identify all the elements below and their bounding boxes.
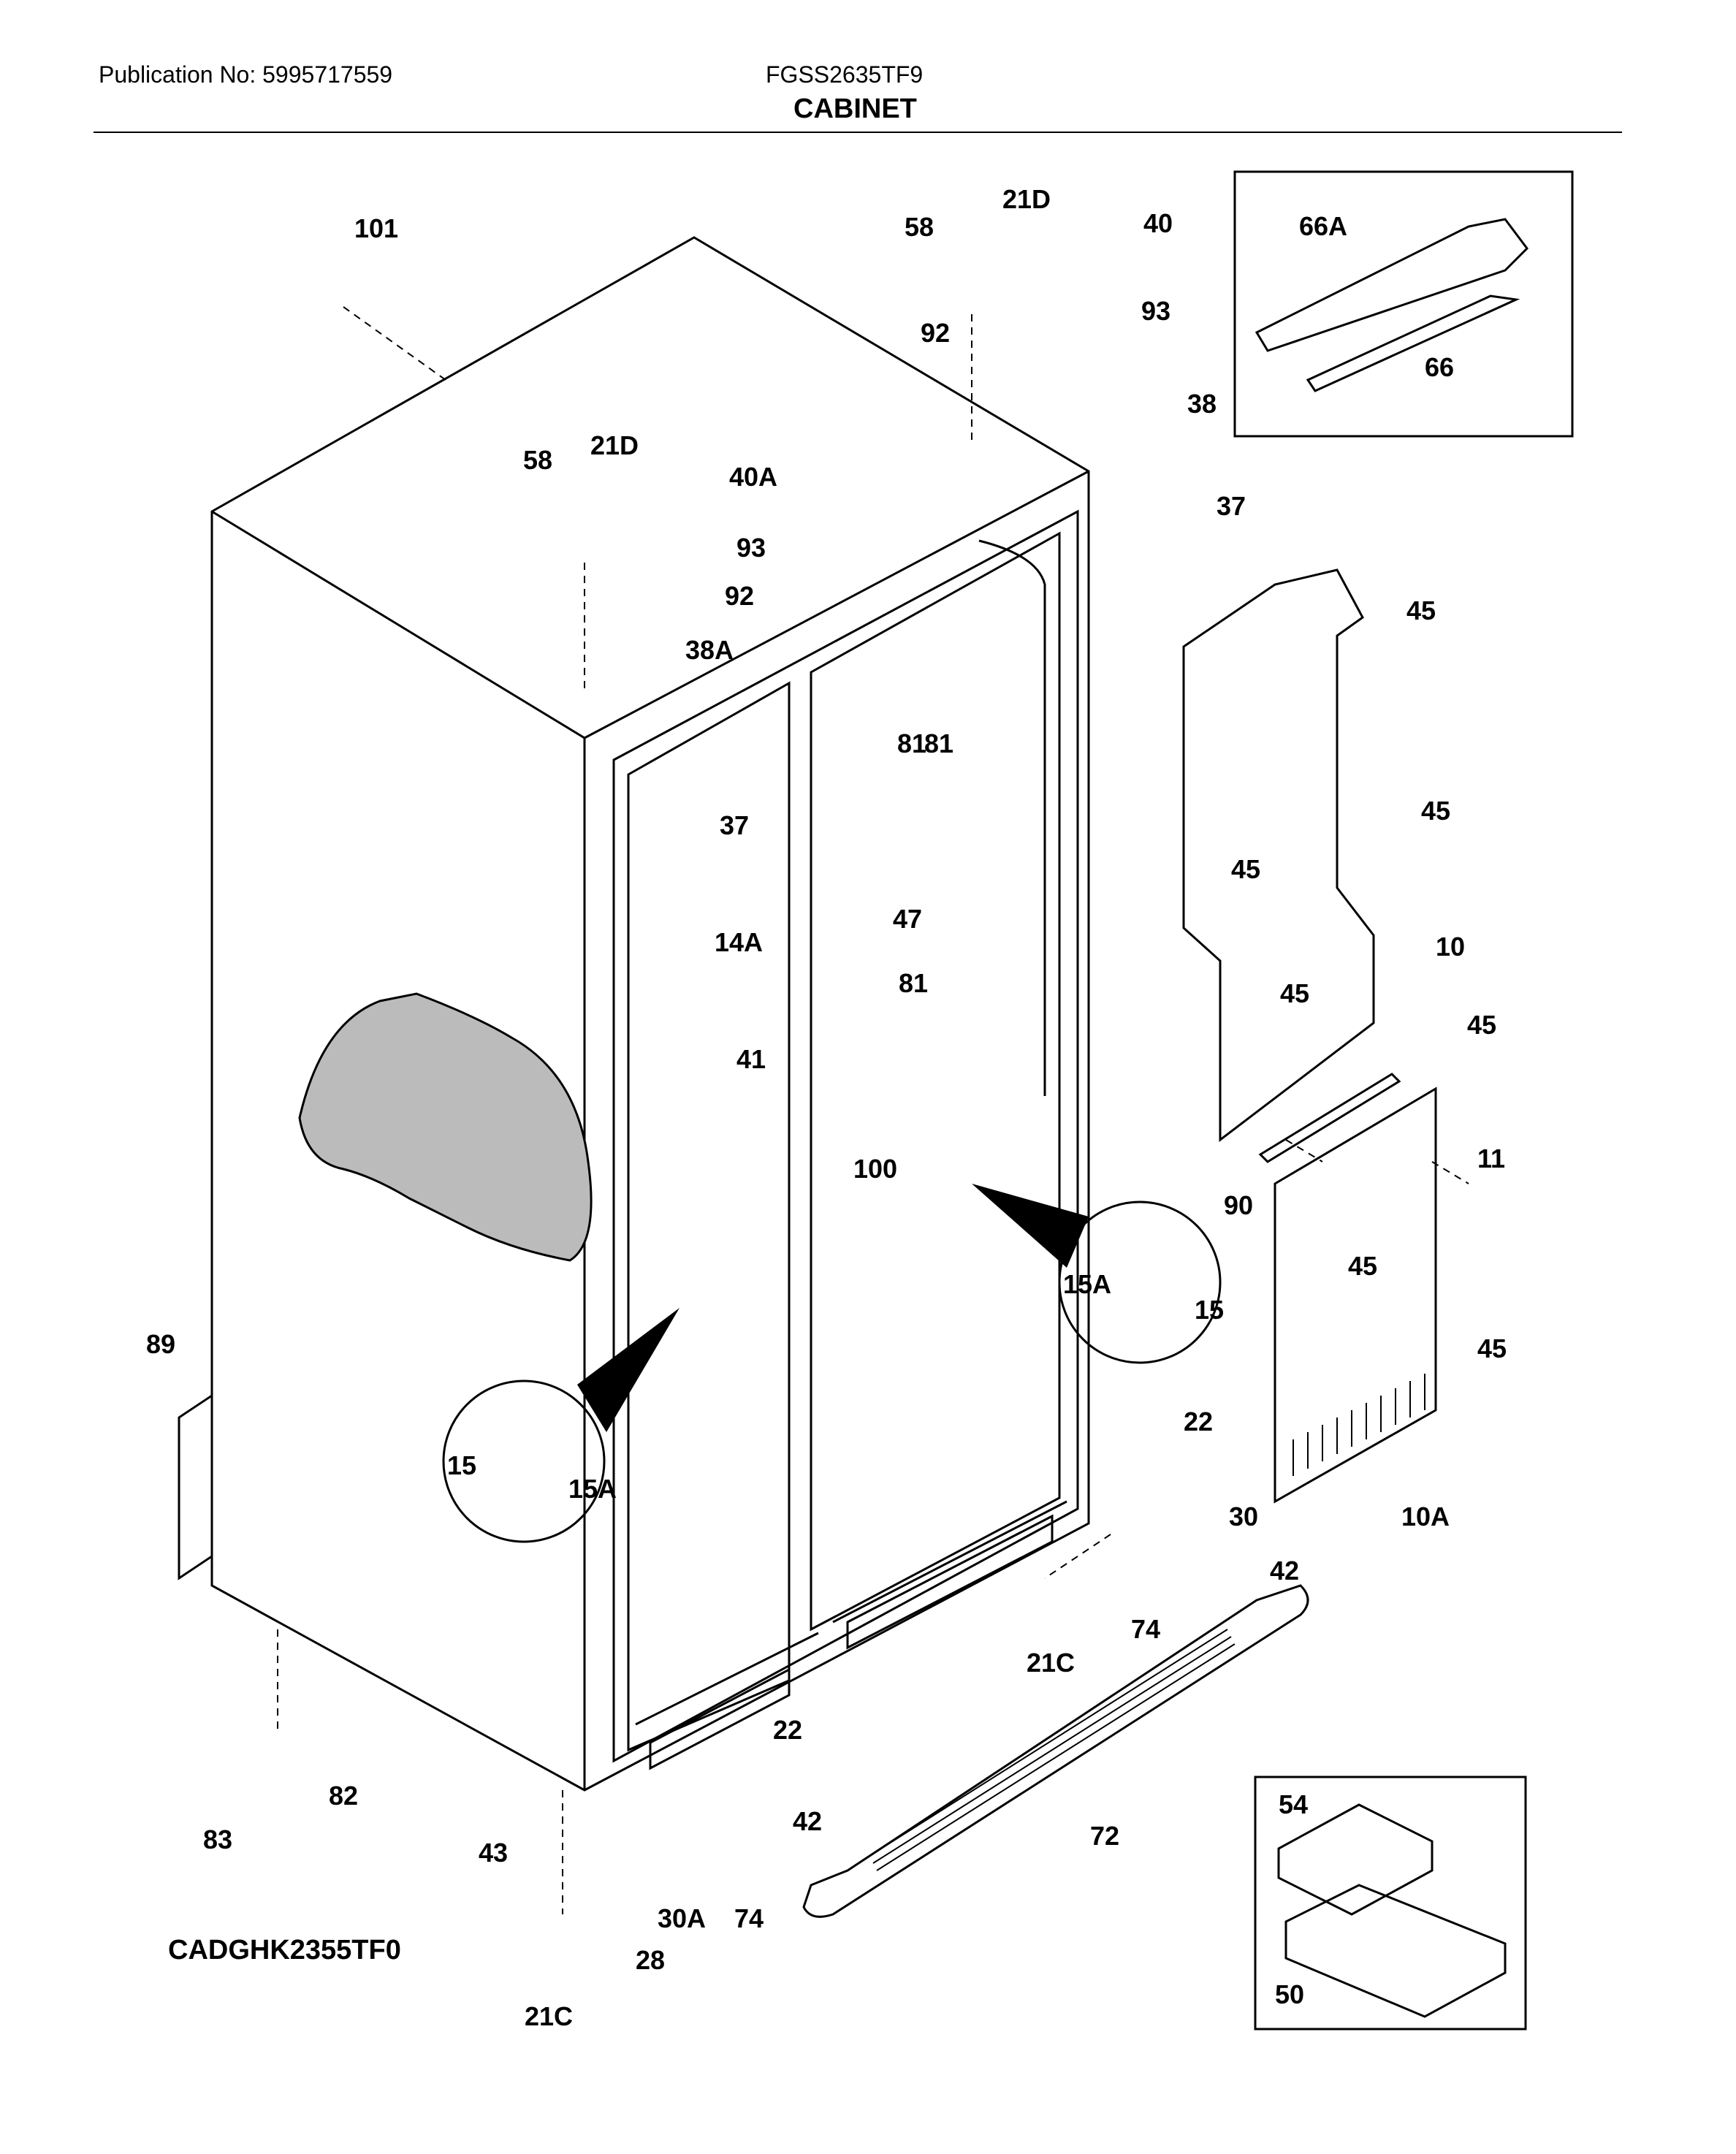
callout-15-left: 15 bbox=[447, 1450, 476, 1480]
callout-47: 47 bbox=[893, 904, 922, 934]
detail-circle-left bbox=[442, 1379, 606, 1543]
callout-21C-right: 21C bbox=[1027, 1648, 1075, 1678]
detail-pointer-right bbox=[972, 1184, 1089, 1268]
callout-22-right: 22 bbox=[1184, 1407, 1213, 1436]
callout-38A: 38A bbox=[685, 635, 734, 665]
callout-45-e: 45 bbox=[1467, 1010, 1496, 1040]
control-board-50 bbox=[1284, 1884, 1507, 2018]
hinge-arm-66 bbox=[1306, 294, 1520, 392]
callout-45-b: 45 bbox=[1421, 796, 1450, 826]
detail-pointer-left bbox=[577, 1308, 679, 1432]
publication-number: Publication No: 5995717559 bbox=[99, 61, 393, 88]
callout-45-f: 45 bbox=[1348, 1251, 1377, 1281]
callout-54: 54 bbox=[1279, 1789, 1308, 1819]
callout-15A-left: 15A bbox=[568, 1474, 617, 1504]
callout-93-top: 93 bbox=[1141, 296, 1170, 326]
callout-72: 72 bbox=[1090, 1821, 1119, 1851]
callout-10A: 10A bbox=[1401, 1502, 1450, 1531]
callout-28: 28 bbox=[636, 1945, 665, 1975]
bracket-89 bbox=[178, 1393, 213, 1580]
callout-58-top: 58 bbox=[905, 212, 934, 242]
callout-90: 90 bbox=[1224, 1190, 1253, 1220]
control-board-54 bbox=[1277, 1803, 1434, 1916]
callout-58-left: 58 bbox=[523, 445, 552, 475]
inset-box-control-board bbox=[1254, 1776, 1527, 2031]
callout-11: 11 bbox=[1477, 1143, 1505, 1173]
callout-45-g: 45 bbox=[1477, 1333, 1507, 1363]
callout-30: 30 bbox=[1229, 1502, 1258, 1531]
callout-42-right: 42 bbox=[1270, 1556, 1299, 1586]
callout-50: 50 bbox=[1275, 1979, 1304, 2009]
section-title: CABINET bbox=[793, 94, 917, 124]
callout-30A: 30A bbox=[658, 1903, 706, 1933]
lower-panel-10A bbox=[1274, 1086, 1437, 1504]
callout-38: 38 bbox=[1187, 389, 1217, 419]
callout-37-left: 37 bbox=[720, 810, 749, 840]
hinge-arm-66A bbox=[1255, 218, 1528, 352]
callout-22-bottom: 22 bbox=[773, 1715, 802, 1745]
callout-21D-left: 21D bbox=[590, 430, 639, 460]
callout-40: 40 bbox=[1143, 208, 1173, 238]
callout-15A-right: 15A bbox=[1063, 1269, 1111, 1299]
strip-90 bbox=[1258, 1073, 1401, 1163]
detail-circle-right bbox=[1058, 1200, 1222, 1364]
callout-66A: 66A bbox=[1299, 211, 1347, 241]
insulation-patch bbox=[298, 992, 593, 1262]
callout-93-left: 93 bbox=[736, 533, 766, 563]
callout-66: 66 bbox=[1425, 352, 1454, 382]
callout-92-top: 92 bbox=[921, 318, 950, 348]
callout-15-right: 15 bbox=[1195, 1295, 1224, 1325]
cabinet-body bbox=[210, 236, 1090, 1792]
callout-81-mid: 81 bbox=[924, 728, 953, 758]
header-divider bbox=[94, 132, 1622, 133]
inset-box-hinge-arms bbox=[1233, 170, 1574, 438]
model-number: FGSS2635TF9 bbox=[766, 61, 924, 88]
panel-grille bbox=[1293, 1374, 1425, 1476]
callout-74-right: 74 bbox=[1131, 1614, 1160, 1644]
callout-10: 10 bbox=[1436, 932, 1465, 962]
diagram-code: CADGHK2355TF0 bbox=[168, 1935, 401, 1965]
callout-92-left: 92 bbox=[725, 581, 754, 611]
callout-37-right: 37 bbox=[1217, 491, 1246, 521]
callout-21C-bottom: 21C bbox=[525, 2001, 573, 2031]
callout-89: 89 bbox=[146, 1329, 175, 1359]
callout-42-bottom: 42 bbox=[793, 1806, 822, 1836]
callout-43: 43 bbox=[479, 1838, 508, 1868]
callout-83: 83 bbox=[203, 1824, 232, 1854]
callout-82: 82 bbox=[329, 1781, 358, 1811]
callout-45-c: 45 bbox=[1231, 854, 1260, 884]
callout-101: 101 bbox=[354, 213, 398, 243]
callout-45-a: 45 bbox=[1406, 595, 1436, 625]
callout-81-upper: 81 bbox=[897, 728, 926, 758]
kickplate-grille bbox=[869, 1629, 1236, 1871]
side-panel-10 bbox=[1182, 568, 1375, 1143]
kickplate-72 bbox=[802, 1584, 1309, 1918]
callout-40A: 40A bbox=[729, 462, 777, 492]
callout-14A: 14A bbox=[715, 927, 763, 957]
callout-74-bottom: 74 bbox=[734, 1903, 764, 1933]
callout-81-lower: 81 bbox=[899, 968, 928, 998]
callout-100: 100 bbox=[853, 1154, 897, 1184]
callout-45-d: 45 bbox=[1280, 978, 1309, 1008]
callout-41: 41 bbox=[736, 1044, 766, 1074]
callout-21D-top: 21D bbox=[1002, 184, 1051, 214]
